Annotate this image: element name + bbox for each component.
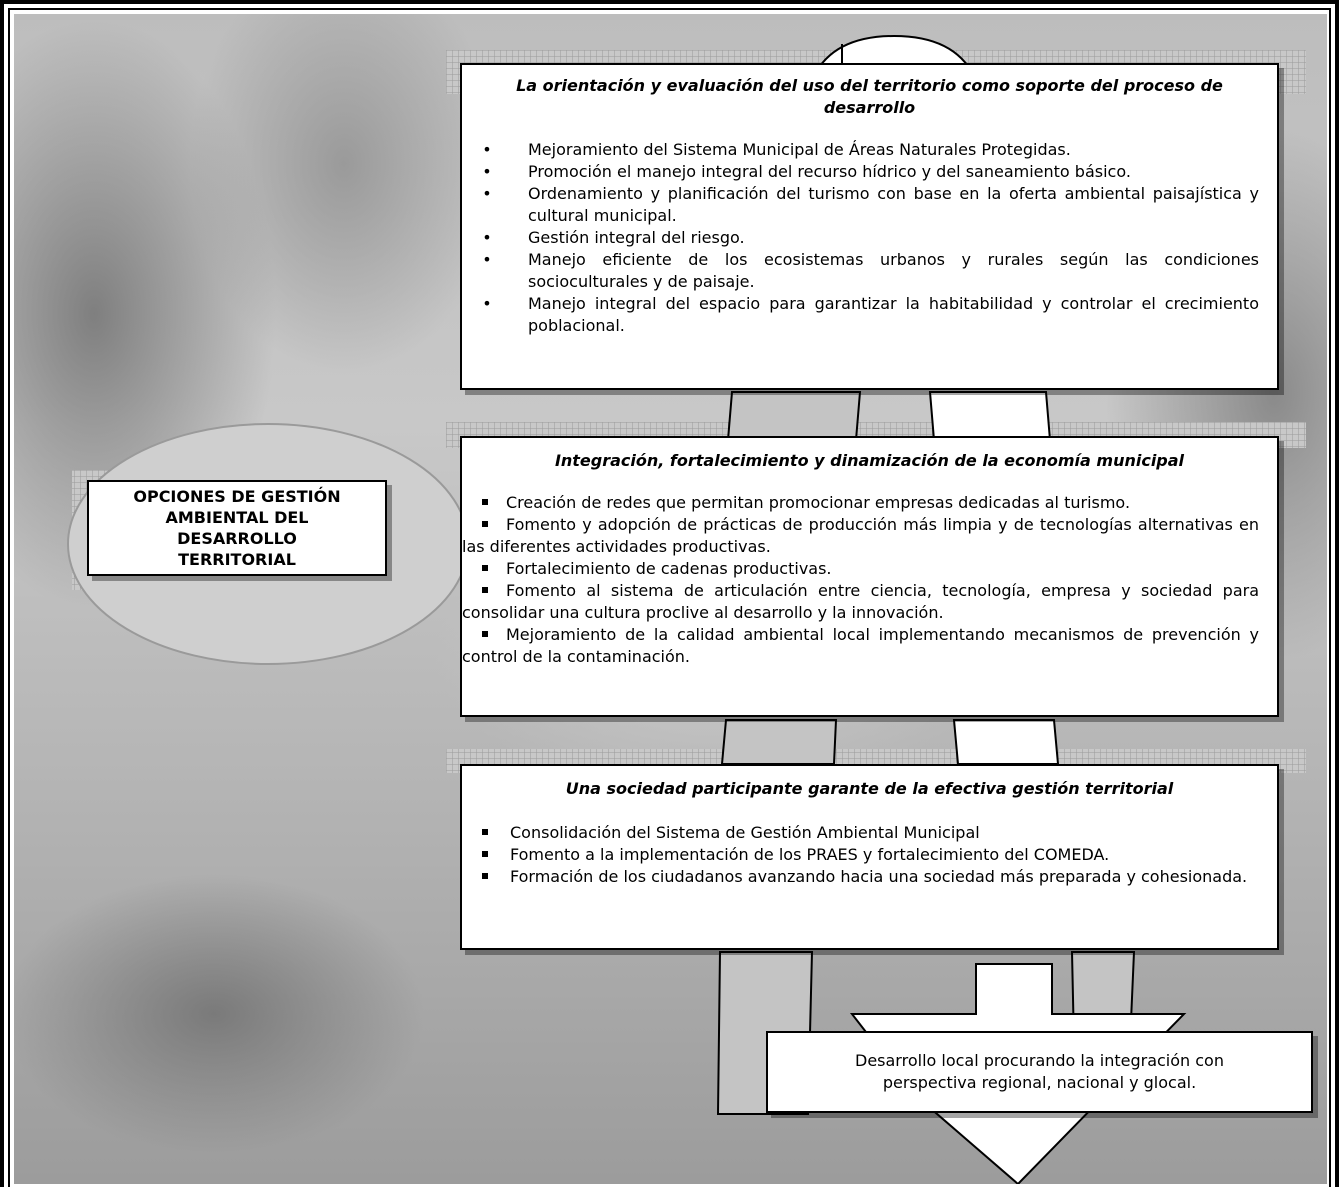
square-bullet-icon [482,873,488,879]
result-text: Desarrollo local procurando la integraci… [855,1051,1224,1092]
list-item: •Manejo integral del espacio para garant… [482,294,1259,335]
frame-inner-top [8,8,1331,10]
list-item: Formación de los ciudadanos avanzando ha… [462,866,1259,888]
options-label: OPCIONES DE GESTIÓN AMBIENTAL DEL DESARR… [133,487,341,569]
square-bullet-icon [482,565,488,571]
connector-1-left [726,391,862,441]
objective-box-economy: Integración, fortalecimiento y dinamizac… [460,436,1279,717]
objective-box-society: Una sociedad participante garante de la … [460,764,1279,950]
list-item: Fomento a la implementación de los PRAES… [462,844,1259,866]
connector-1-right [928,391,1052,441]
list-item: •Ordenamiento y planificación del turism… [482,184,1259,225]
list-item: •Manejo eficiente de los ecosistemas urb… [482,250,1259,291]
square-bullet-icon [482,829,488,835]
square-bullet-icon [482,631,488,637]
objective-box-land-use: La orientación y evaluación del uso del … [460,63,1279,390]
square-bullet-icon [482,499,488,505]
list-item: Fomento y adopción de prácticas de produ… [462,515,1259,556]
connector-2-left [720,719,838,765]
square-bullet-icon [482,587,488,593]
square-bullet-icon [482,851,488,857]
options-label-box: OPCIONES DE GESTIÓN AMBIENTAL DEL DESARR… [87,480,387,576]
objective-list-society: Consolidación del Sistema de Gestión Amb… [462,822,1259,888]
objective-title-land-use: La orientación y evaluación del uso del … [516,76,1223,117]
bullet-icon: • [482,228,492,247]
frame-inner-left [8,8,10,1187]
objective-title-society: Una sociedad participante garante de la … [565,779,1174,798]
bullet-icon: • [482,162,492,181]
list-item: Fomento al sistema de articulación entre… [462,581,1259,622]
bullet-icon: • [482,294,492,313]
objective-list-land-use: •Mejoramiento del Sistema Municipal de Á… [462,139,1259,337]
bullet-icon: • [482,250,492,269]
list-item: Fortalecimiento de cadenas productivas. [462,558,1259,580]
objective-title-economy: Integración, fortalecimiento y dinamizac… [554,451,1185,470]
objective-list-economy: Creación de redes que permitan promocion… [462,492,1259,668]
list-item: •Gestión integral del riesgo. [482,228,745,247]
result-box: Desarrollo local procurando la integraci… [766,1031,1313,1113]
frame-border-top [0,0,1339,4]
square-bullet-icon [482,521,488,527]
list-item: •Promoción el manejo integral del recurs… [482,162,1131,181]
list-item: Creación de redes que permitan promocion… [462,492,1259,514]
frame-inner-right [1329,8,1331,1187]
bullet-icon: • [482,184,492,203]
frame-border-right [1335,0,1339,1187]
list-item: Mejoramiento de la calidad ambiental loc… [462,625,1259,666]
bullet-icon: • [482,140,492,159]
list-item: •Mejoramiento del Sistema Municipal de Á… [482,140,1071,159]
list-item: Consolidación del Sistema de Gestión Amb… [462,822,1259,844]
frame-border-left [0,0,4,1187]
connector-2-right [952,719,1060,765]
